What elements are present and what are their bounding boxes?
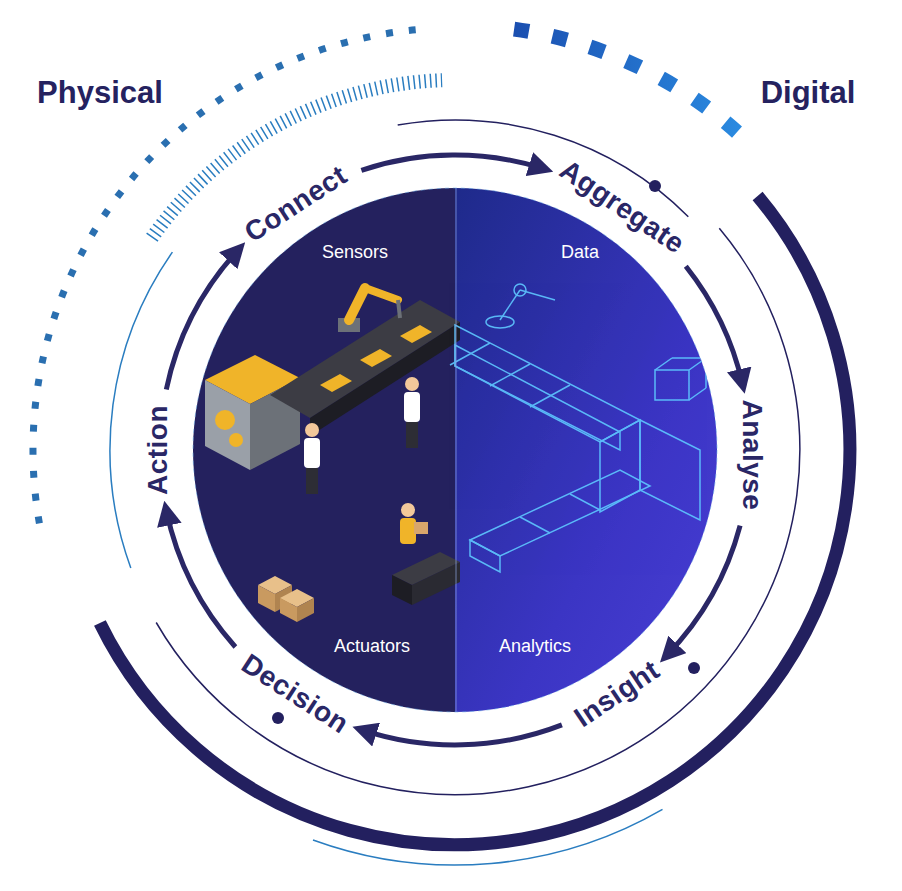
thin-ring bbox=[110, 252, 172, 568]
ring-dot bbox=[649, 180, 661, 192]
stage-node: Insight bbox=[564, 650, 670, 738]
stage-label: Insight bbox=[569, 654, 665, 733]
stage-node: Action bbox=[140, 401, 176, 499]
region-heading: Digital bbox=[761, 75, 856, 111]
cycle-arrow bbox=[362, 725, 562, 745]
stage-node: Connect bbox=[234, 155, 357, 252]
cycle-arrow bbox=[686, 266, 743, 384]
layer-label: Actuators bbox=[334, 636, 410, 657]
cycle-arrow bbox=[166, 511, 235, 647]
stage-label: Analyse bbox=[737, 400, 768, 511]
cycle-arrow bbox=[667, 526, 740, 656]
stage-label: Action bbox=[142, 405, 173, 495]
stage-label: Connect bbox=[239, 159, 353, 248]
stage-label: Decision bbox=[236, 648, 354, 740]
cycle-arrow bbox=[361, 155, 543, 170]
stage-node: Analyse bbox=[734, 396, 770, 515]
ring-dot bbox=[688, 662, 700, 674]
thin-ring bbox=[313, 809, 663, 865]
stage-node: Decision bbox=[231, 644, 359, 744]
layer-label: Sensors bbox=[322, 242, 388, 263]
ring-dot bbox=[272, 712, 284, 724]
layer-label: Analytics bbox=[499, 636, 571, 657]
square-ring bbox=[514, 29, 739, 134]
region-heading: Physical bbox=[37, 75, 163, 111]
factory-illustration bbox=[190, 185, 725, 715]
cycle-arrow bbox=[166, 250, 238, 390]
layer-label: Data bbox=[561, 242, 599, 263]
